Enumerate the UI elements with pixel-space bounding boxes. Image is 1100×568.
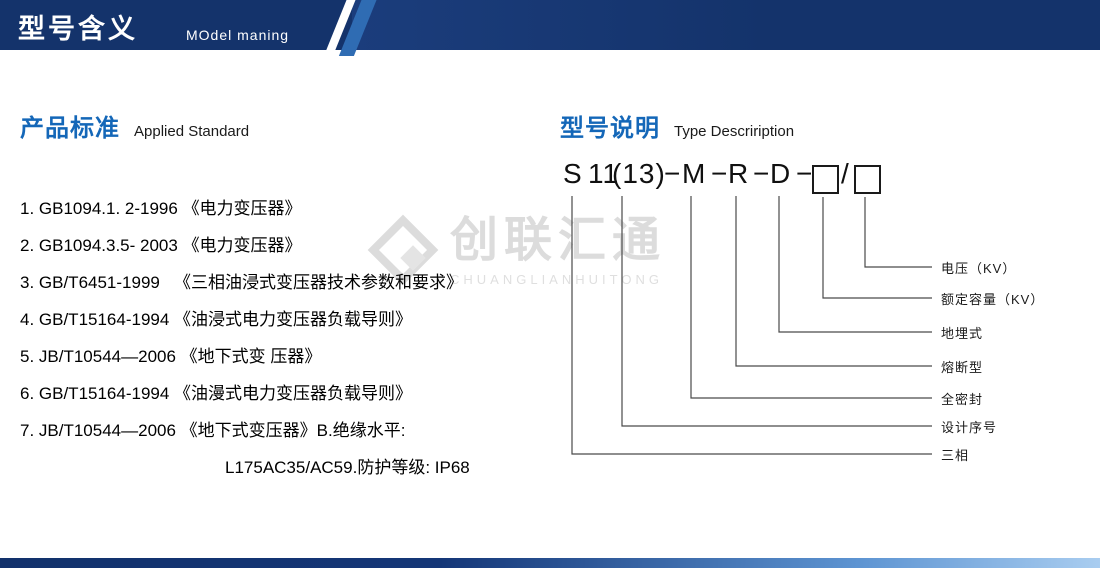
watermark-brand-name: 创联汇通 xyxy=(450,214,667,267)
model-title-en: Type Descriription xyxy=(674,123,795,140)
model-section-title: 型号说明 Type Descriription xyxy=(560,108,794,143)
watermark-brand-romanized: CHUANGLIANHUITONG xyxy=(450,271,663,287)
standards-list-item: 3. GB/T6451-1999 《三相油浸式变压器技术参数和要求》 xyxy=(20,273,464,292)
model-code-phase: S xyxy=(563,158,583,189)
model-code-design-number-alt: (13) xyxy=(612,158,666,189)
header-bar: 型号含义 MOdel maning xyxy=(0,0,1100,56)
standards-list-item: 6. GB/T15164-1994 《油漫式电力变压器负载导则》 xyxy=(20,384,413,403)
model-code-voltage-placeholder-box xyxy=(854,165,881,194)
standards-list-item-continuation: L175AC35/AC59.防护等级: IP68 xyxy=(225,458,470,477)
model-code-slash: / xyxy=(841,158,850,189)
standards-list: 1. GB1094.1. 2-1996 《电力变压器》 2. GB1094.3.… xyxy=(20,190,470,486)
page-subtitle: MOdel maning xyxy=(186,27,290,43)
standards-title-cn: 产品标准 xyxy=(20,115,120,142)
model-code-design-number: 11 xyxy=(588,158,620,189)
model-code-fuse: R xyxy=(728,158,750,189)
model-label-sealed: 全密封 xyxy=(941,392,984,407)
model-code-capacity-placeholder-box xyxy=(812,165,839,194)
model-code-buried: D xyxy=(770,158,792,189)
model-label-voltage: 电压（KV） xyxy=(941,261,1017,276)
model-label-buried: 地埋式 xyxy=(941,326,984,341)
model-code-dash: − xyxy=(664,158,682,189)
model-code-dash: − xyxy=(753,158,771,189)
model-code-dash: − xyxy=(796,158,814,189)
standards-title-en: Applied Standard xyxy=(134,123,250,140)
model-code-sealed: M xyxy=(682,158,707,189)
model-label-phase: 三相 xyxy=(941,448,970,463)
model-title-cn: 型号说明 xyxy=(560,115,660,142)
watermark-text: 创联汇通 CHUANGLIANHUITONG xyxy=(450,214,667,287)
model-code-dash: − xyxy=(711,158,729,189)
standards-section-title: 产品标准 Applied Standard xyxy=(20,108,249,143)
model-label-capacity: 额定容量（KV） xyxy=(941,292,1045,307)
header-bar-right-panel xyxy=(352,0,1100,50)
standards-list-item: 4. GB/T15164-1994 《油浸式电力变压器负载导则》 xyxy=(20,310,413,329)
model-label-fuse: 熔断型 xyxy=(941,360,984,375)
standards-list-item: 7. JB/T10544—2006 《地下式变压器》B.绝缘水平: xyxy=(20,421,406,440)
standards-list-item: 1. GB1094.1. 2-1996 《电力变压器》 xyxy=(20,199,302,218)
standards-list-item: 2. GB1094.3.5- 2003 《电力变压器》 xyxy=(20,236,302,255)
standards-list-item: 5. JB/T10544—2006 《地下式变 压器》 xyxy=(20,347,322,366)
model-label-design: 设计序号 xyxy=(941,420,998,435)
footer-accent-bar xyxy=(0,558,1100,568)
page-title: 型号含义 xyxy=(18,14,138,44)
